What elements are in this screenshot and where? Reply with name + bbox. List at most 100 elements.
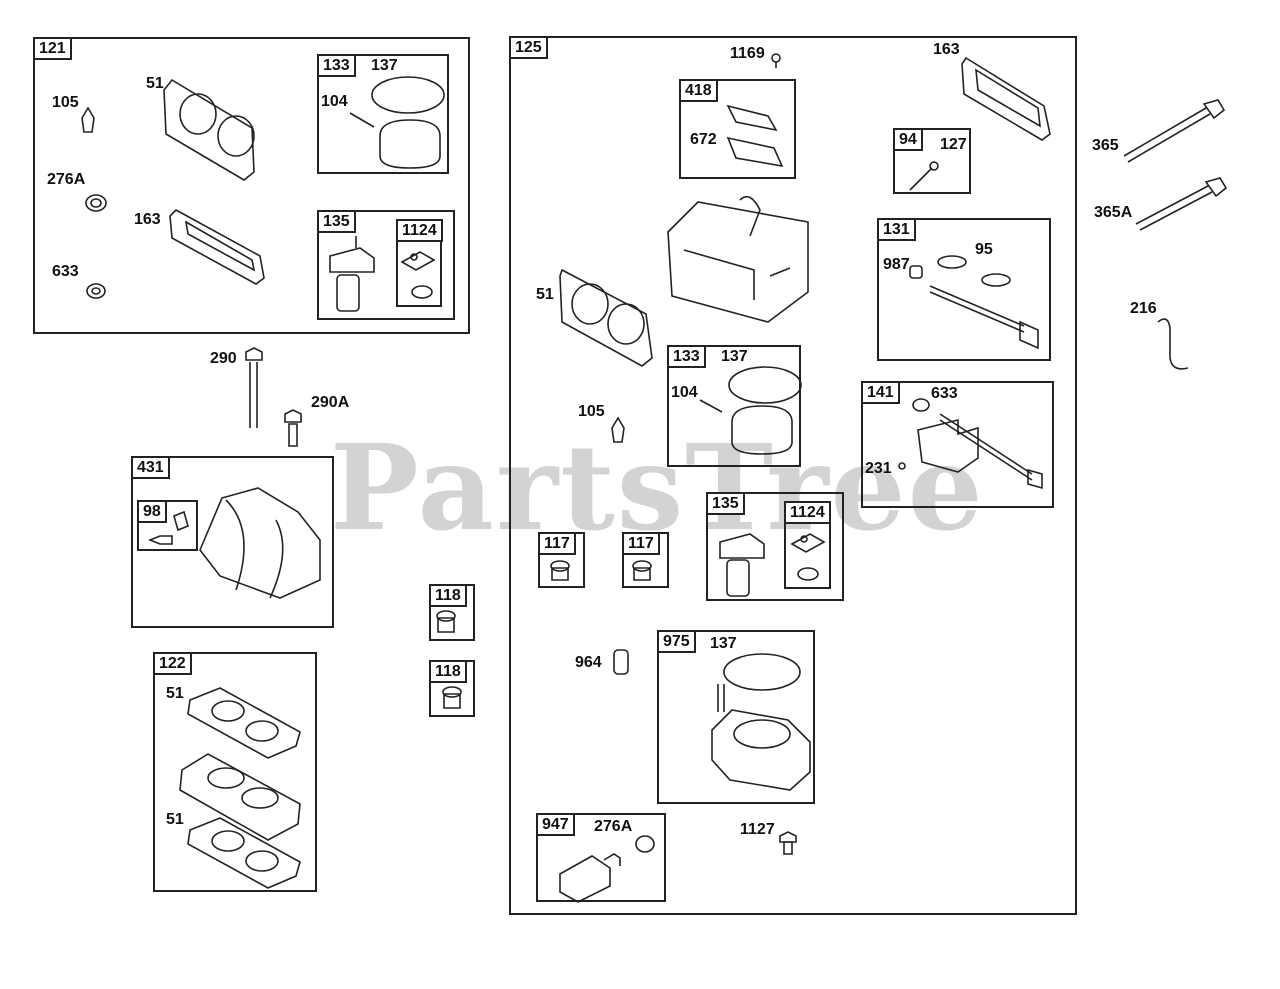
screw-1127-drawing xyxy=(780,832,796,854)
kit-418-tag: 418 xyxy=(679,79,718,102)
kit-975-tag: 975 xyxy=(657,630,696,653)
plates-418-drawing xyxy=(728,106,782,166)
kit-117b-box: 117 xyxy=(622,532,669,588)
jet-105-drawing xyxy=(82,108,94,132)
kit-117a-box: 117 xyxy=(538,532,585,588)
callout-633-right: 633 xyxy=(931,385,958,402)
callout-137-right: 137 xyxy=(721,348,748,365)
kit-431-tag: 431 xyxy=(131,456,170,479)
callout-276a: 276A xyxy=(47,171,86,188)
ring-633-drawing xyxy=(87,284,105,298)
kit-118a-tag: 118 xyxy=(429,584,467,607)
kit-135-tag: 135 xyxy=(317,210,356,233)
kit-122-tag: 122 xyxy=(153,652,192,675)
kit-975-box: 975 xyxy=(657,630,815,804)
needle-94-drawing xyxy=(910,162,938,190)
bolt-365a-drawing xyxy=(1136,178,1226,230)
bolt-290a-drawing xyxy=(285,410,301,446)
callout-365a: 365A xyxy=(1094,204,1133,221)
gasket-163-drawing xyxy=(170,210,264,284)
kit-117b-tag: 117 xyxy=(622,532,660,555)
callout-95: 95 xyxy=(975,241,993,258)
kit-117a-tag: 117 xyxy=(538,532,576,555)
orings-1124-right-drawing xyxy=(792,534,824,580)
callout-163-right: 163 xyxy=(933,41,960,58)
kit-1124-tag: 1124 xyxy=(396,219,443,242)
kit-431-box: 431 xyxy=(131,456,334,628)
callout-163: 163 xyxy=(134,211,161,228)
orings-1124-drawing xyxy=(402,252,434,298)
gasket-51-drawing xyxy=(164,80,254,180)
spring-98-drawing xyxy=(150,512,188,544)
callout-137-lower: 137 xyxy=(710,635,737,652)
callout-137: 137 xyxy=(371,57,398,74)
kit-121-box: 121 xyxy=(33,37,470,334)
bolt-365-drawing xyxy=(1124,100,1224,162)
sleeve-964-drawing xyxy=(614,650,628,674)
callout-290a: 290A xyxy=(311,394,350,411)
plug-118b-drawing xyxy=(443,687,461,708)
kit-133-right-box: 133 xyxy=(667,345,801,467)
callout-1127: 1127 xyxy=(740,821,775,838)
kit-947-box: 947 xyxy=(536,813,666,902)
float-133-drawing xyxy=(350,77,444,168)
callout-964: 964 xyxy=(575,654,602,671)
solenoid-135-right-drawing xyxy=(720,534,764,596)
jet-105-right-drawing xyxy=(612,418,624,442)
gasket-51-top-drawing xyxy=(188,688,300,758)
kit-135-box: 135 xyxy=(317,210,455,320)
kit-98-tag: 98 xyxy=(137,500,167,523)
callout-51-top: 51 xyxy=(166,685,184,702)
plug-117a-drawing xyxy=(551,561,569,580)
kit-133-right-tag: 133 xyxy=(667,345,706,368)
kit-131-tag: 131 xyxy=(877,218,916,241)
callout-1169: 1169 xyxy=(730,45,765,62)
solenoid-135-drawing xyxy=(330,236,374,311)
gasket-163-right-drawing xyxy=(962,58,1050,140)
callout-987: 987 xyxy=(883,256,910,273)
housing-975-drawing xyxy=(712,654,810,790)
callout-633: 633 xyxy=(52,263,79,280)
shaft-131-drawing xyxy=(910,256,1038,348)
kit-947-tag: 947 xyxy=(536,813,575,836)
kit-141-tag: 141 xyxy=(861,381,900,404)
callout-105: 105 xyxy=(52,94,79,111)
plug-117b-drawing xyxy=(633,561,651,580)
gasket-51-bottom-drawing xyxy=(188,818,300,888)
float-133-right-drawing xyxy=(700,367,801,454)
kit-118b-box: 118 xyxy=(429,660,475,717)
kit-141-box: 141 xyxy=(861,381,1054,508)
kit-418-box: 418 xyxy=(679,79,796,179)
solenoid-947-drawing xyxy=(560,836,654,902)
callout-216: 216 xyxy=(1130,300,1157,317)
callout-51: 51 xyxy=(146,75,164,92)
callout-51-bottom: 51 xyxy=(166,811,184,828)
kit-131-box: 131 xyxy=(877,218,1051,361)
manifold-431-drawing xyxy=(200,488,320,598)
kit-1124-right-box: 1124 xyxy=(784,501,831,589)
rod-216-drawing xyxy=(1158,319,1188,369)
callout-105-right: 105 xyxy=(578,403,605,420)
callout-672: 672 xyxy=(690,131,717,148)
kit-1124-box: 1124 xyxy=(396,219,443,307)
carburetor-body-drawing xyxy=(668,197,808,322)
kit-98-box: 98 xyxy=(137,500,198,551)
callout-231: 231 xyxy=(865,460,892,477)
kit-125-box: 125 xyxy=(509,36,1077,915)
kit-135-right-tag: 135 xyxy=(706,492,745,515)
callout-104: 104 xyxy=(321,93,348,110)
kit-121-tag: 121 xyxy=(33,37,72,60)
callout-365: 365 xyxy=(1092,137,1119,154)
callout-290: 290 xyxy=(210,350,237,367)
kit-133-box: 133 xyxy=(317,54,449,174)
screw-1169-drawing xyxy=(772,54,780,68)
kit-118b-tag: 118 xyxy=(429,660,467,683)
kit-118a-box: 118 xyxy=(429,584,475,641)
kit-125-tag: 125 xyxy=(509,36,548,59)
washer-276a-drawing xyxy=(86,195,106,211)
bolt-290-drawing xyxy=(246,348,262,428)
kit-94-tag: 94 xyxy=(893,128,923,151)
choke-141-drawing xyxy=(899,399,1042,488)
